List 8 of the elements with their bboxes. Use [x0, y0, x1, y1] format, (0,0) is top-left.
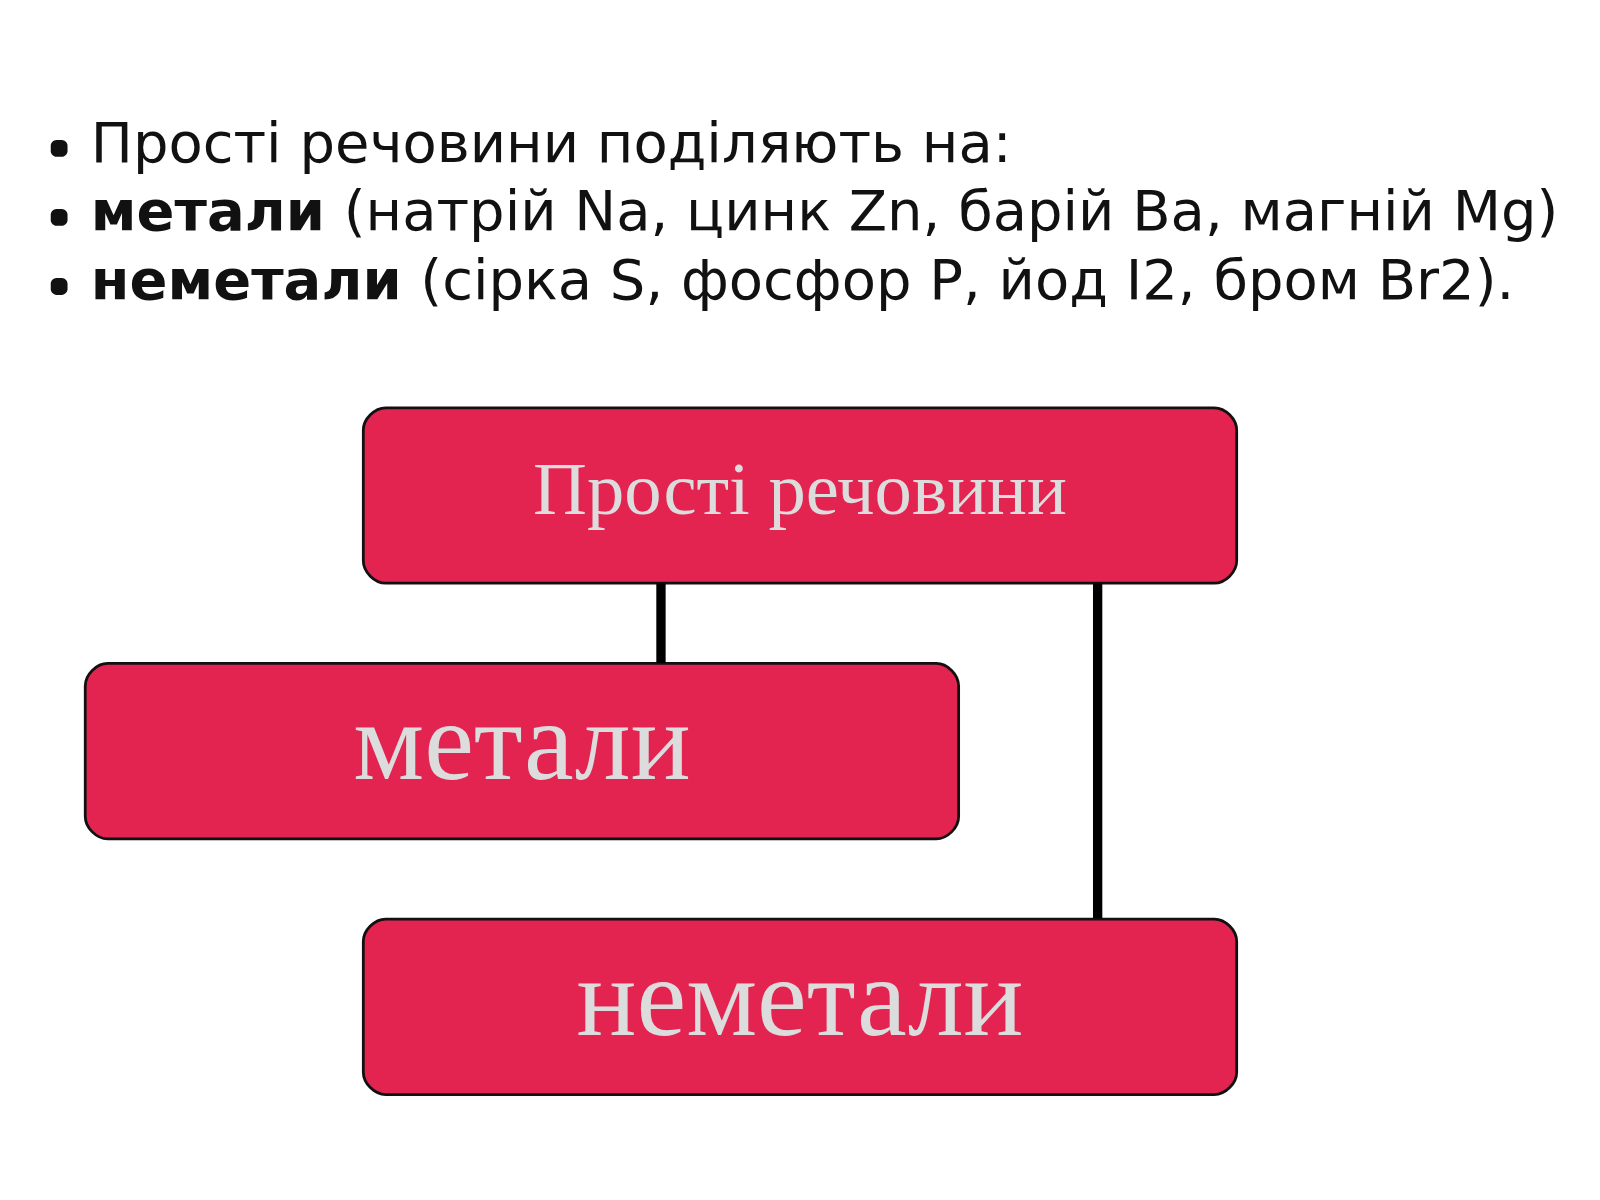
connector: [1093, 583, 1103, 919]
label: метали (натрій Na, цинк Zn, барій Ba, магній Mg): [90, 177, 1559, 243]
node-box: метали: [83, 662, 960, 841]
node-box: неметали: [361, 917, 1239, 1096]
connector: [656, 583, 666, 663]
label: Прості речовини поділяють на:: [90, 110, 1012, 176]
node-box: Прості речовини: [361, 406, 1239, 585]
label: неметали (сірка S, фосфор P, йод I2, бром Br2).: [90, 246, 1515, 312]
